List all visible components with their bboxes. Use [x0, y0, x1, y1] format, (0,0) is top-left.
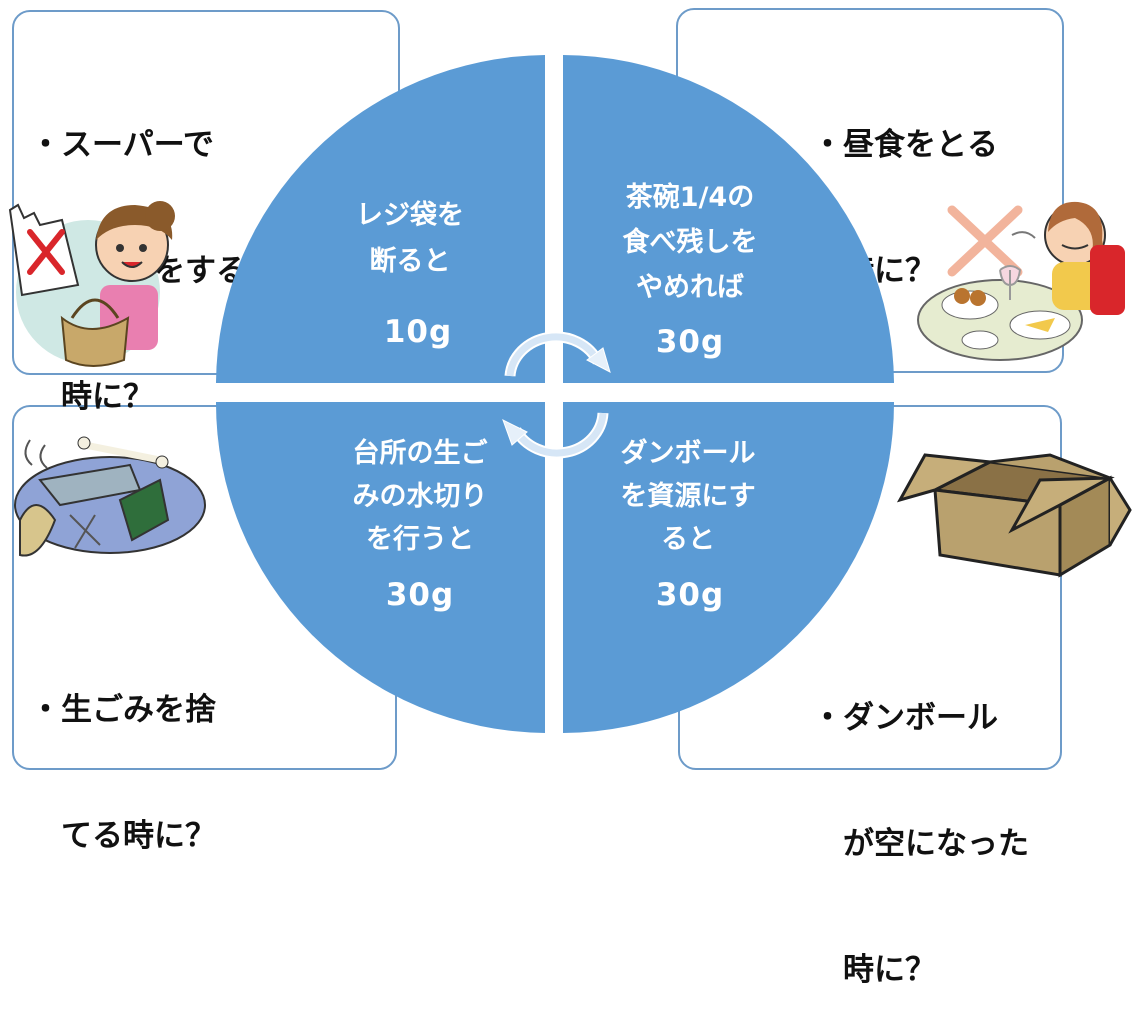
- quadrant-top-right: [563, 55, 894, 383]
- scenario-line: ・ダンボール: [812, 700, 998, 736]
- quadrant-bottom-left: [215, 402, 546, 733]
- quadrant-label-line: を資源にす: [620, 481, 755, 512]
- quadrant-label-line: レジ袋を: [356, 200, 464, 231]
- basket-icon: [60, 315, 130, 367]
- shopping-bag-refusal-illustration: [8, 201, 175, 367]
- illustrations-layer: [8, 201, 1132, 578]
- quadrant-top-left: [216, 55, 545, 383]
- quadrant-value-top-left: 10g: [384, 314, 452, 350]
- scenario-line: ・スーパーで: [30, 127, 214, 163]
- quadrant-value-top-right: 30g: [656, 324, 724, 360]
- scenario-line: てる時に？: [30, 818, 216, 854]
- cross-mark-icon: [947, 205, 1023, 277]
- quadrant-value-bottom-left: 30g: [386, 577, 454, 613]
- quadrant-label-line: 断ると: [370, 246, 451, 277]
- scenario-line: ・昼食をとる: [812, 127, 998, 163]
- quadrant-label-line: やめれば: [636, 272, 744, 303]
- cycle-arrows-icon: [502, 331, 611, 459]
- scenario-line: ・生ごみを捨: [30, 692, 216, 728]
- quadrant-label-line: ると: [661, 524, 715, 555]
- leftover-lunch-illustration: [917, 201, 1125, 361]
- quadrant-label-line: 食べ残しを: [623, 226, 758, 258]
- quadrant-label-line: 茶碗1/4の: [626, 181, 754, 213]
- scenario-line: が空になった: [812, 826, 1029, 862]
- scenario-line: 時に？: [812, 952, 936, 988]
- empty-cardboard-box-illustration: [896, 453, 1132, 578]
- quadrant-label-line: みの水切り: [353, 481, 488, 512]
- quadrant-circle-diagram: レジ袋を 断ると 10g 茶碗1/4の 食べ残しを やめれば 30g 台所の生ご…: [215, 55, 895, 733]
- quadrant-bottom-right: [563, 402, 895, 733]
- quadrant-label-line: ダンボール: [621, 437, 756, 469]
- kitchen-garbage-illustration: [14, 436, 206, 557]
- scenario-line: 時に？: [30, 379, 154, 415]
- quadrant-label-line: を行うと: [366, 523, 474, 555]
- cross-mark-icon: [27, 229, 65, 275]
- quadrant-value-bottom-right: 30g: [656, 577, 724, 613]
- quadrant-label-line: 台所の生ご: [353, 437, 488, 469]
